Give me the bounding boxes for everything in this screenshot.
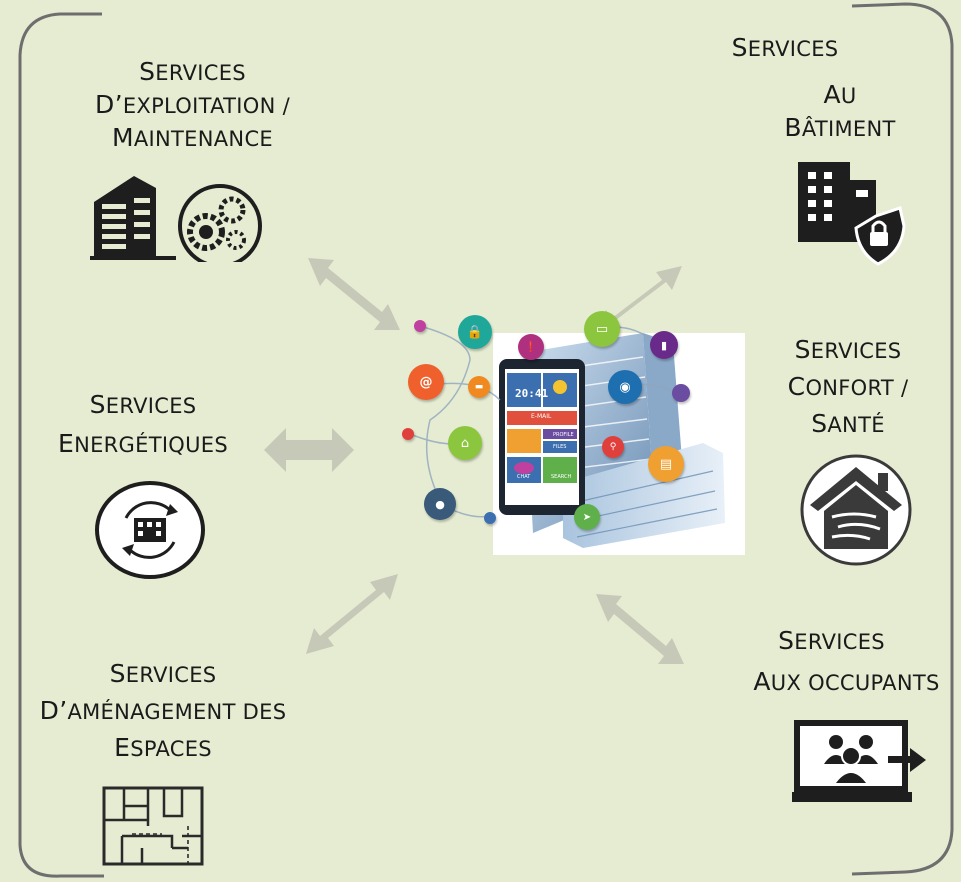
users-app-icon: ● — [424, 488, 456, 520]
monitor-app-icon: ▭ — [584, 311, 620, 347]
arrow-occupants — [596, 594, 684, 664]
phone-tile-profile: PROFILE — [553, 432, 574, 438]
phone-tile-chat: CHAT — [517, 474, 531, 480]
lock-app-icon: 🔒 — [458, 315, 492, 349]
label-maintenance: Services d’exploitation / maintenance — [95, 57, 290, 152]
home-app-icon: ⌂ — [448, 426, 482, 460]
small-dot-icon — [402, 428, 414, 440]
floor-plan-icon — [102, 786, 204, 866]
phone-tile-search: SEARCH — [551, 474, 572, 480]
label-energetiques: Services Energétiques — [57, 390, 229, 458]
small-dot-icon — [484, 512, 496, 524]
phone-tile-files: FILES — [553, 444, 567, 450]
office-gears-icon — [90, 176, 262, 262]
basket-app-icon: ▤ — [648, 446, 684, 482]
phone-app-icon: ▮ — [650, 331, 678, 359]
label-amenagement: Services d’aménagement des espaces — [39, 659, 287, 762]
cursor-app-icon: ➤ — [574, 504, 600, 530]
phone-time: 20:41 — [515, 387, 549, 400]
arrow-maintenance — [308, 258, 400, 330]
chat-app-icon: ▬ — [468, 376, 490, 398]
small-dot-icon — [414, 320, 426, 332]
email-app-icon: @ — [408, 364, 444, 400]
arrow-amenagement — [306, 574, 398, 654]
secure-building-icon — [798, 162, 906, 266]
label-batiment: Services au bâtiment — [731, 33, 896, 142]
home-air-quality-icon — [800, 454, 912, 566]
search-app-icon: ⚲ — [602, 436, 624, 458]
label-occupants: Services aux occupants — [753, 626, 940, 696]
energy-cycle-building-icon — [95, 481, 205, 579]
arrow-energetiques — [264, 428, 354, 472]
phone-tile-email: E-MAIL — [531, 413, 552, 420]
arrow-batiment — [596, 266, 682, 334]
occupants-screen-icon — [792, 720, 926, 802]
globe-app-icon: ◉ — [608, 370, 642, 404]
label-confort: Services Confort / Santé — [787, 335, 909, 438]
small-dot-icon — [672, 384, 690, 402]
rss-app-icon: ❗ — [518, 334, 544, 360]
